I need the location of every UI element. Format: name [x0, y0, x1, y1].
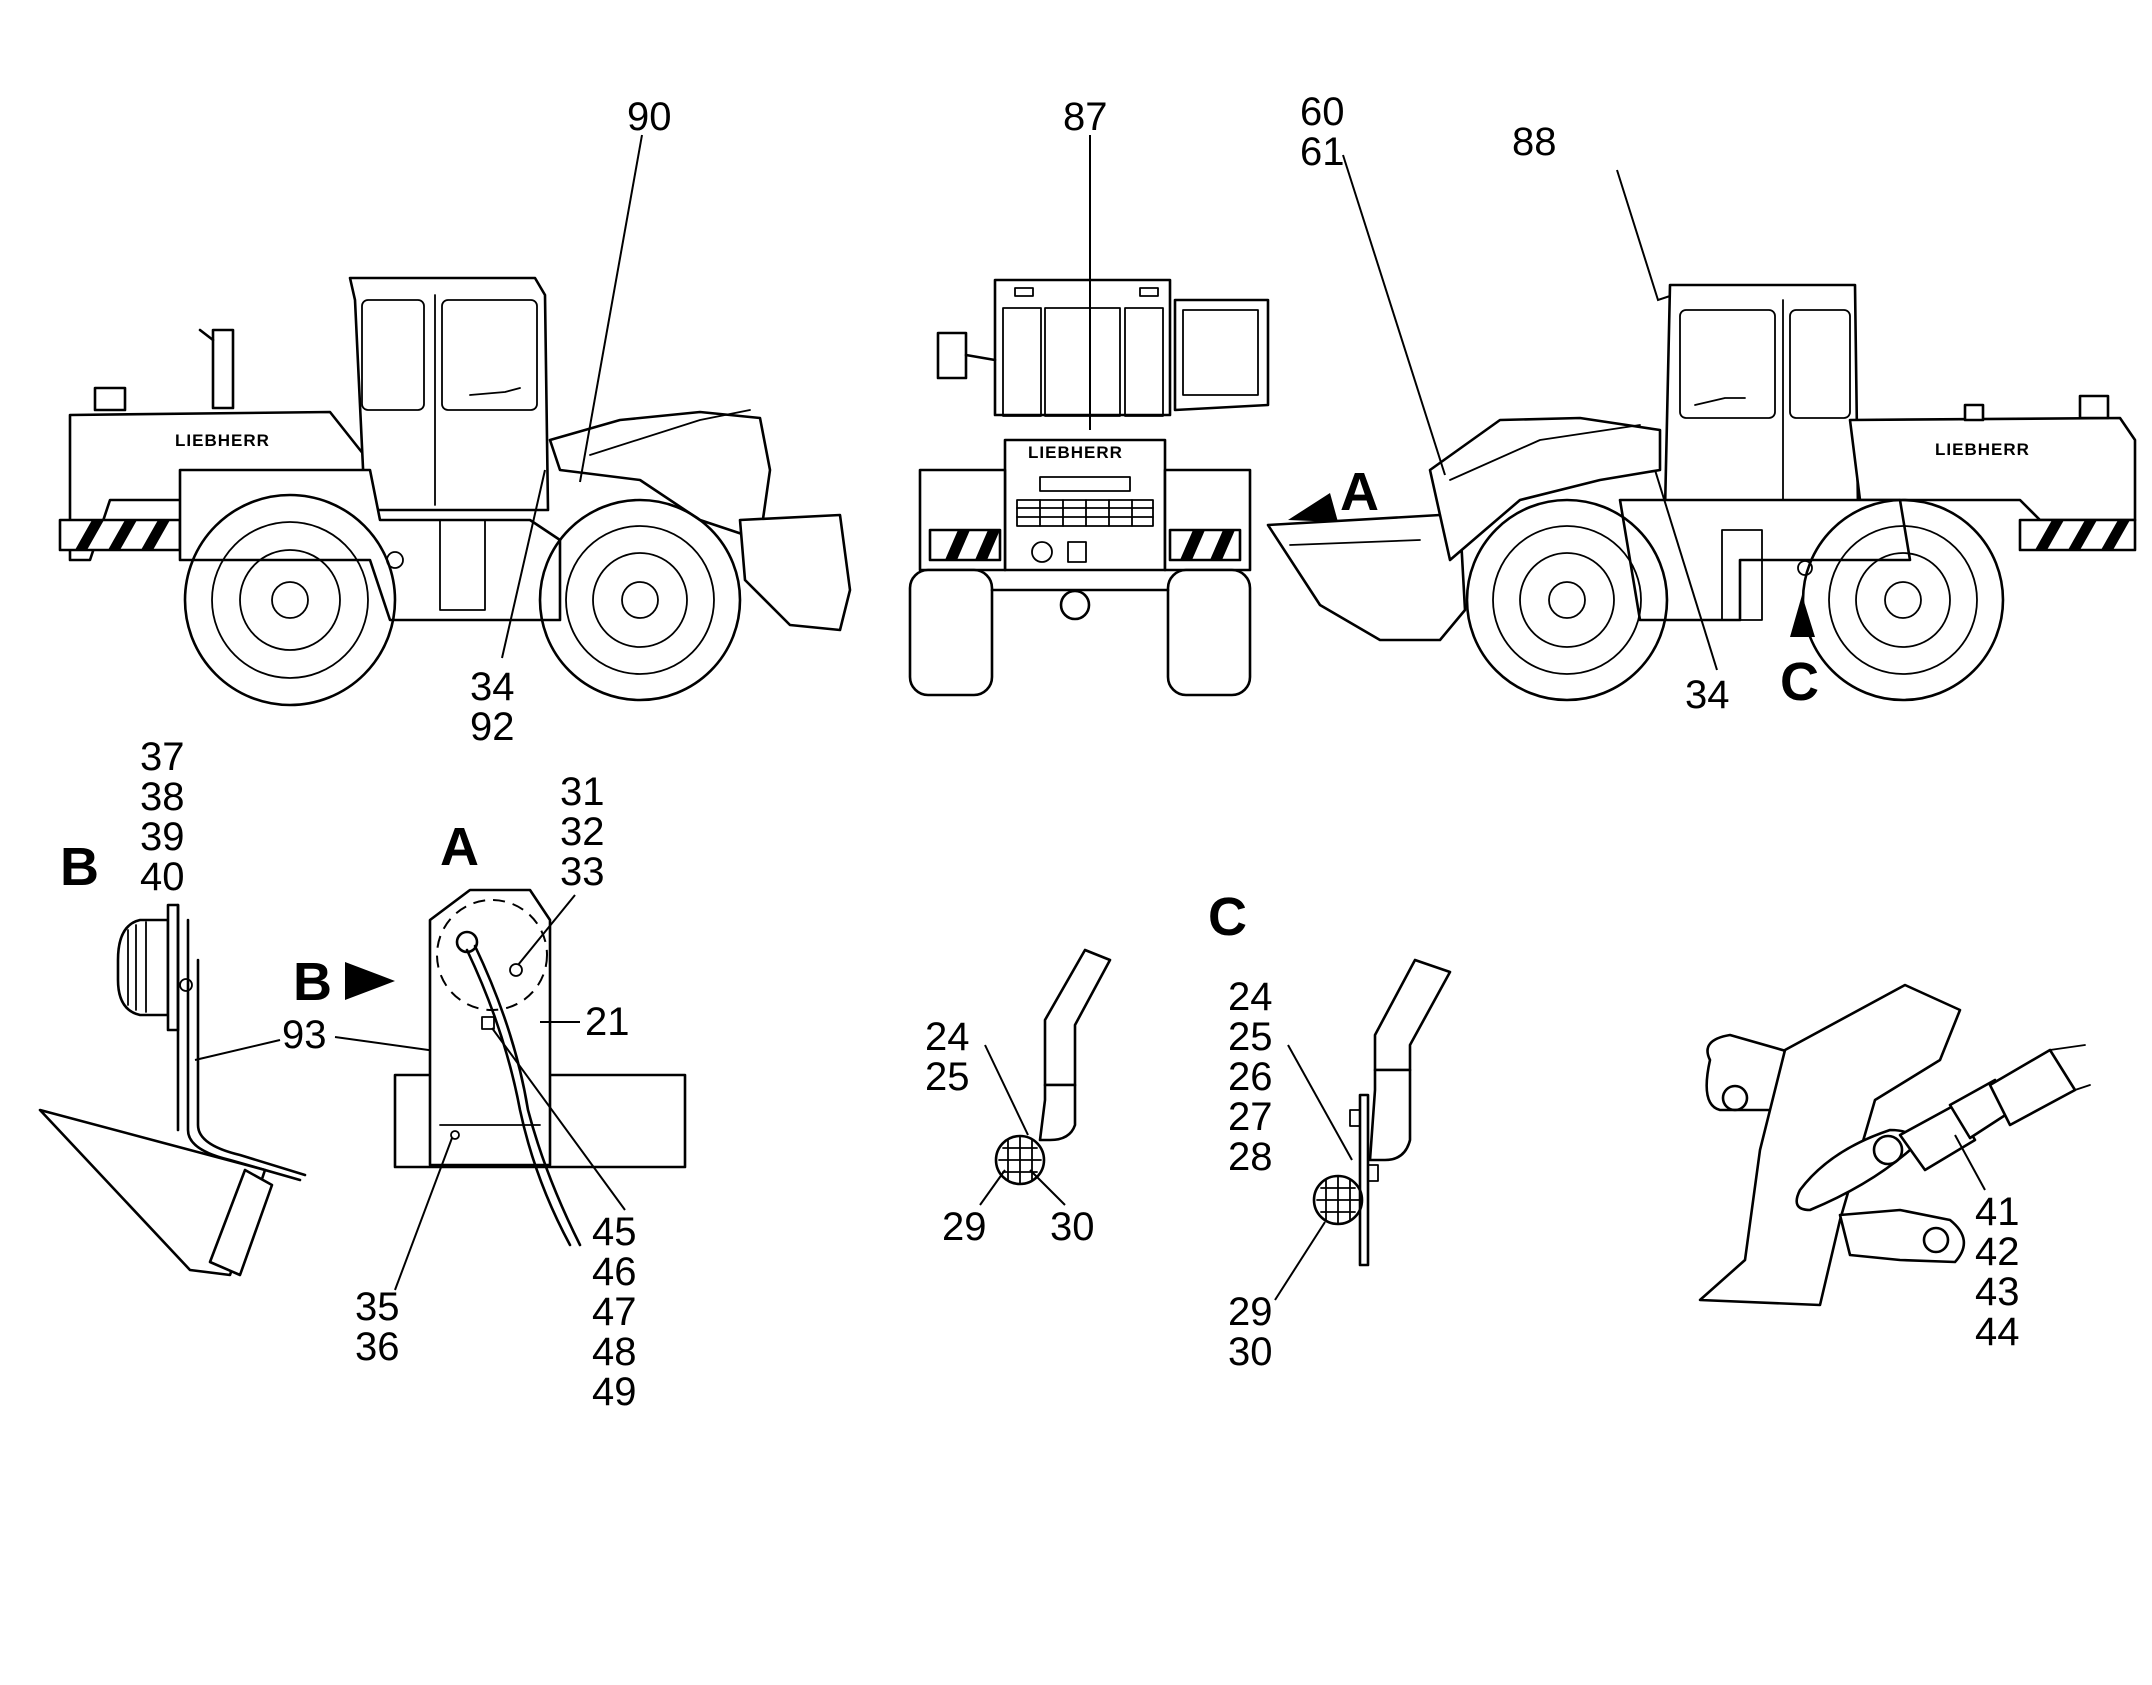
callout-26: 26 [1228, 1055, 1273, 1099]
callout-44: 44 [1975, 1310, 2020, 1354]
callout-29: 29 [1228, 1290, 1273, 1334]
callout-24-small: 24 [925, 1015, 970, 1059]
callout-29-small: 29 [942, 1205, 987, 1249]
detail-c-small: 24 25 29 30 [925, 948, 1112, 1249]
callout-25: 25 [1228, 1015, 1273, 1059]
callout-88: 88 [1512, 120, 1557, 164]
callout-38: 38 [140, 775, 185, 819]
detail-c: C 24 25 26 27 28 29 30 [1208, 887, 1452, 1374]
detail-b: B 37 38 39 40 93 [38, 735, 501, 1277]
hazard-stripes [75, 520, 170, 550]
callout-46: 46 [592, 1250, 637, 1294]
callout-37: 37 [140, 735, 185, 779]
callout-49: 49 [592, 1370, 637, 1414]
linkage-detail: 41 42 43 44 [1698, 983, 2091, 1354]
callout-42: 42 [1975, 1230, 2020, 1274]
callout-30-small: 30 [1050, 1205, 1095, 1249]
callout-30: 30 [1228, 1330, 1273, 1374]
callout-28: 28 [1228, 1135, 1273, 1179]
callout-24: 24 [1228, 975, 1273, 1019]
crosshatch-c [1316, 1176, 1360, 1224]
callout-34-right: 34 [1685, 673, 1730, 717]
marker-b-label: B [293, 952, 332, 1012]
front-brand-label: LIEBHERR [1028, 443, 1123, 462]
callout-21: 21 [585, 1000, 630, 1044]
left-side-view-loader: LIEBHERR 90 34 92 [58, 95, 852, 749]
callout-43: 43 [1975, 1270, 2020, 1314]
callout-36: 36 [355, 1325, 400, 1369]
callout-60: 60 [1300, 90, 1345, 134]
callout-61: 61 [1300, 130, 1345, 174]
callout-93: 93 [282, 1013, 327, 1057]
callout-32: 32 [560, 810, 605, 854]
front-view-loader: LIEBHERR 87 [908, 95, 1270, 697]
detail-a: A B 31 32 33 21 35 36 45 46 47 48 49 [293, 770, 687, 1414]
callout-27: 27 [1228, 1095, 1273, 1139]
callout-34-left: 34 [470, 665, 515, 709]
callout-41: 41 [1975, 1190, 2020, 1234]
detail-b-title: B [60, 837, 99, 897]
callout-90: 90 [627, 95, 672, 139]
callout-47: 47 [592, 1290, 637, 1334]
marker-arrow-c [1790, 595, 1815, 637]
callout-92: 92 [470, 705, 515, 749]
callout-40: 40 [140, 855, 185, 899]
left-brand-label: LIEBHERR [175, 431, 270, 450]
right-side-view-loader: LIEBHERR A C 60 61 88 34 [1266, 90, 2137, 717]
callout-33: 33 [560, 850, 605, 894]
grille-mesh [1016, 499, 1154, 527]
detail-c-title: C [1208, 887, 1247, 947]
marker-arrow-a [1288, 493, 1338, 522]
callout-25-small: 25 [925, 1055, 970, 1099]
marker-a-label: A [1340, 462, 1379, 522]
marker-arrow-b [345, 962, 395, 1000]
marker-c-label: C [1780, 652, 1819, 712]
callout-87: 87 [1063, 95, 1108, 139]
callout-39: 39 [140, 815, 185, 859]
callout-31: 31 [560, 770, 605, 814]
callout-48: 48 [592, 1330, 637, 1374]
detail-a-title: A [440, 817, 479, 877]
callout-45: 45 [592, 1210, 637, 1254]
right-brand-label: LIEBHERR [1935, 440, 2030, 459]
callout-35: 35 [355, 1285, 400, 1329]
